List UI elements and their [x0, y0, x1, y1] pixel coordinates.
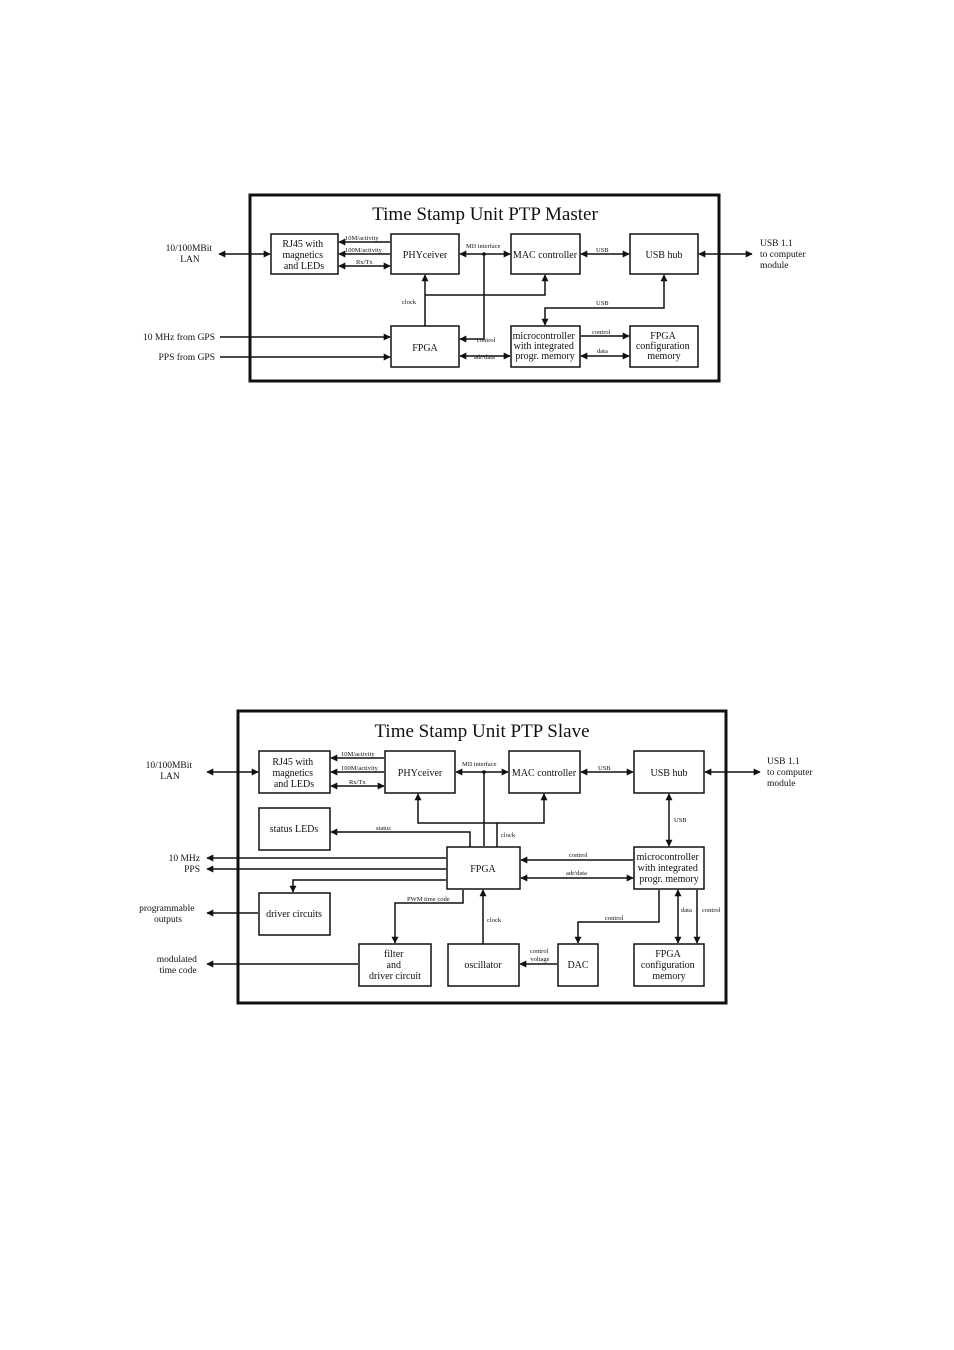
slave-clock-mac-arrow — [497, 793, 548, 824]
slave-usbhub-box — [633, 750, 705, 794]
slave-rj45-label: RJ45 with magnetics and LEDs — [272, 757, 315, 790]
slave-adrdata-label: adr/data — [566, 870, 587, 877]
slave-fpga-box — [446, 846, 521, 890]
master-title: Time Stamp Unit PTP Master — [372, 204, 598, 225]
slave-prog-label: programmable outputs — [139, 904, 197, 925]
master-data-label: data — [597, 348, 608, 355]
master-fpga-label: FPGA — [412, 343, 438, 354]
slave-mii-label: MII interface — [462, 761, 497, 768]
slave-control3-label: control — [702, 907, 721, 914]
master-micro-box — [510, 325, 581, 368]
slave-micro-box — [633, 846, 705, 890]
master-phy-box — [390, 233, 460, 275]
slave-clock-phy-arrow — [414, 793, 498, 847]
slave-driver-label: driver circuits — [266, 909, 322, 920]
slave-mhz-label: 10 MHz — [169, 854, 200, 864]
slave-mod-label: modulated time code — [157, 955, 199, 976]
slave-usbout-label: USB 1.1 to computer module — [767, 757, 815, 789]
slave-mac-box — [508, 750, 581, 794]
slave-fpgamem-label: FPGA configuration memory — [641, 949, 697, 982]
slave-title: Time Stamp Unit PTP Slave — [374, 721, 589, 742]
master-mac-box — [510, 233, 581, 275]
master-clock-mac-arrow — [425, 274, 549, 296]
master-mac-label: MAC controller — [513, 250, 578, 261]
slave-10m-label: 10M/activity — [341, 751, 375, 758]
master-rxtx-label: Rx/Tx — [356, 259, 373, 266]
slave-dac-label: DAC — [567, 960, 588, 971]
slave-driver-box — [258, 892, 331, 936]
slave-diagram: Time Stamp Unit PTP Slave RJ45 with magn… — [139, 709, 815, 1005]
slave-frame — [236, 709, 728, 1005]
slave-filter-box — [358, 943, 432, 987]
slave-status-label: status — [376, 825, 391, 832]
master-mhz-label: 10 MHz from GPS — [143, 332, 215, 343]
master-usb2-arrow — [541, 274, 668, 326]
slave-control2-label: control — [605, 915, 624, 922]
slave-usbhub-label: USB hub — [651, 768, 688, 779]
slave-lan-label: 10/100MBit LAN — [146, 761, 195, 782]
slave-phy-box — [384, 750, 456, 794]
master-rj45-label: RJ45 with magnetics and LEDs — [282, 239, 325, 272]
slave-dac-box — [557, 943, 599, 987]
master-usbhub-label: USB hub — [646, 250, 683, 261]
master-fpgamem-box — [629, 325, 699, 368]
slave-clock2-label: clock — [487, 917, 502, 924]
master-usb1-label: USB — [596, 247, 609, 254]
master-adrdata-label: adr/data — [474, 354, 495, 361]
master-100m-label: 100M/activity — [345, 247, 383, 254]
master-control1-label: control — [477, 337, 496, 344]
slave-data-label: data — [681, 907, 692, 914]
slave-mac-label: MAC controller — [512, 768, 577, 779]
master-control-line — [459, 254, 485, 343]
master-usbout-label: USB 1.1 to computer module — [760, 239, 808, 271]
slave-clock-label: clock — [501, 832, 516, 839]
slave-cv-label: control voltage — [530, 948, 550, 963]
slave-control1-label: control — [569, 852, 588, 859]
master-usbhub-box — [629, 233, 699, 275]
master-mii-label: MII interface — [466, 243, 501, 250]
slave-usb2-label: USB — [674, 817, 687, 824]
master-control2-label: control — [592, 329, 611, 336]
slave-pwm-label: PWM time code — [407, 896, 450, 903]
slave-usb1-label: USB — [598, 765, 611, 772]
slave-phy-label: PHYceiver — [398, 768, 443, 779]
master-lan-label: 10/100MBit LAN — [166, 244, 215, 265]
slave-fpga-driver-arrow — [289, 879, 446, 893]
master-rj45-box — [270, 233, 339, 275]
master-10m-label: 10M/activity — [345, 235, 379, 242]
slave-statusleds-label: status LEDs — [270, 824, 319, 835]
slave-pps-label: PPS — [184, 865, 200, 875]
slave-statusleds-box — [258, 807, 331, 851]
slave-100m-label: 100M/activity — [341, 765, 379, 772]
master-frame — [248, 193, 721, 383]
master-micro-label: microcontroller with integrated progr. m… — [513, 331, 578, 362]
slave-micro-label: microcontroller with integrated progr. m… — [637, 852, 702, 885]
master-clock-label: clock — [402, 299, 417, 306]
master-phy-label: PHYceiver — [403, 250, 448, 261]
slave-control2-arrow — [574, 890, 660, 944]
slave-rxtx-label: Rx/Tx — [349, 779, 366, 786]
master-diagram: Time Stamp Unit PTP Master RJ45 with mag… — [143, 193, 808, 383]
master-usb2-label: USB — [596, 300, 609, 307]
master-pps-label: PPS from GPS — [159, 352, 216, 363]
master-fpga-box — [390, 325, 460, 368]
slave-pwm-arrow — [391, 890, 464, 944]
slave-fpgamem-box — [633, 943, 705, 987]
slave-fpga-label: FPGA — [470, 864, 496, 875]
slave-rj45-box — [258, 750, 331, 794]
slave-osc-label: oscillator — [464, 960, 502, 971]
master-fpgamem-label: FPGA configuration memory — [636, 331, 692, 362]
slave-status-arrow — [330, 828, 471, 847]
slave-filter-label: filter and driver circuit — [369, 949, 421, 982]
